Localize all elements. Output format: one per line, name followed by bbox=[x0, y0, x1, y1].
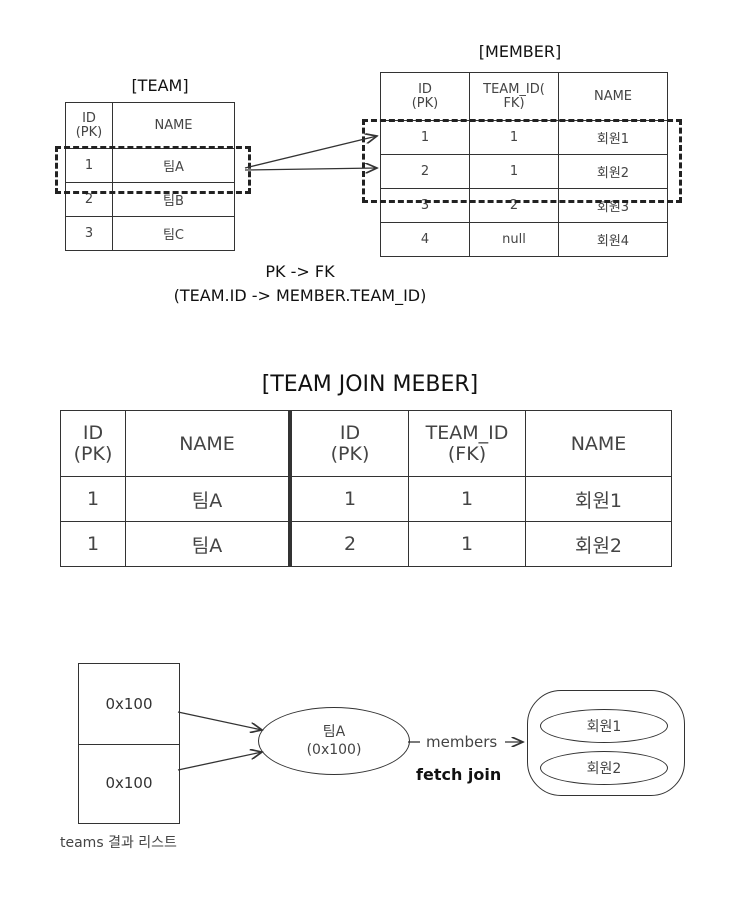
member-node-2-label: 회원2 bbox=[586, 761, 622, 777]
team-node: 팀A (0x100) bbox=[258, 707, 410, 775]
relation-caption-line1: PK -> FK bbox=[265, 262, 335, 281]
member-node-2: 회원2 bbox=[540, 751, 668, 785]
team-table-title: [TEAM] bbox=[131, 76, 189, 95]
team-cell: 2 bbox=[65, 182, 113, 217]
join-cell: 1 bbox=[408, 521, 526, 567]
member-table-title: [MEMBER] bbox=[478, 42, 562, 61]
member-cell: 회원4 bbox=[558, 222, 668, 257]
member-header-team-id: TEAM_ID( FK) bbox=[469, 72, 559, 121]
join-cell: 회원2 bbox=[525, 521, 672, 567]
member-node-1-label: 회원1 bbox=[586, 719, 622, 735]
team-cell: 3 bbox=[65, 216, 113, 251]
join-header-member-name: NAME bbox=[525, 410, 672, 477]
team-cell: 팀B bbox=[112, 182, 235, 217]
member-table: ID (PK) TEAM_ID( FK) NAME 1 1 회원1 2 1 회원… bbox=[380, 72, 668, 257]
team-cell: 팀A bbox=[112, 148, 235, 183]
list-item2-arrow bbox=[177, 752, 262, 771]
join-cell: 회원1 bbox=[525, 476, 672, 522]
members-collection bbox=[527, 690, 685, 796]
join-header-member-id: ID (PK) bbox=[289, 410, 409, 477]
team-node-name: 팀A bbox=[322, 724, 346, 740]
edge-label: members bbox=[426, 733, 498, 751]
member-header-name: NAME bbox=[558, 72, 668, 121]
team-cell: 팀C bbox=[112, 216, 235, 251]
member-highlight-box bbox=[362, 119, 682, 203]
member-cell: null bbox=[469, 222, 559, 257]
join-cell: 2 bbox=[289, 521, 409, 567]
list-item1-arrow bbox=[177, 711, 262, 730]
list-label: teams 결과 리스트 bbox=[60, 835, 177, 851]
join-cell: 팀A bbox=[125, 476, 292, 522]
list-item-2-label: 0x100 bbox=[105, 774, 153, 792]
list-item-1: 0x100 bbox=[78, 663, 180, 745]
relation-caption-line2: (TEAM.ID -> MEMBER.TEAM_ID) bbox=[173, 286, 427, 305]
member-node-1: 회원1 bbox=[540, 709, 668, 743]
list-item-1-label: 0x100 bbox=[105, 695, 153, 713]
member-header-id: ID (PK) bbox=[380, 72, 470, 121]
team-table: ID (PK) NAME 1 팀A 2 팀B 3 팀C bbox=[65, 102, 235, 251]
team-header-id: ID (PK) bbox=[65, 102, 113, 149]
team-node-address: (0x100) bbox=[306, 742, 362, 758]
join-cell: 팀A bbox=[125, 521, 292, 567]
fetch-join-label: fetch join bbox=[416, 765, 502, 784]
team-to-member1-arrow bbox=[244, 136, 377, 169]
join-header-team-id-fk: TEAM_ID (FK) bbox=[408, 410, 526, 477]
list-item-2: 0x100 bbox=[78, 743, 180, 824]
join-cell: 1 bbox=[60, 521, 126, 567]
team-to-member2-arrow bbox=[244, 168, 377, 170]
member-cell: 2 bbox=[469, 188, 559, 223]
join-table: ID (PK) NAME ID (PK) TEAM_ID (FK) NAME 1… bbox=[60, 410, 672, 567]
member-cell: 4 bbox=[380, 222, 470, 257]
join-header-team-id: ID (PK) bbox=[60, 410, 126, 477]
join-table-title: [TEAM JOIN MEBER] bbox=[261, 372, 479, 397]
member-cell: 회원2 bbox=[558, 154, 668, 189]
join-header-team-name: NAME bbox=[125, 410, 292, 477]
member-cell: 1 bbox=[469, 154, 559, 189]
